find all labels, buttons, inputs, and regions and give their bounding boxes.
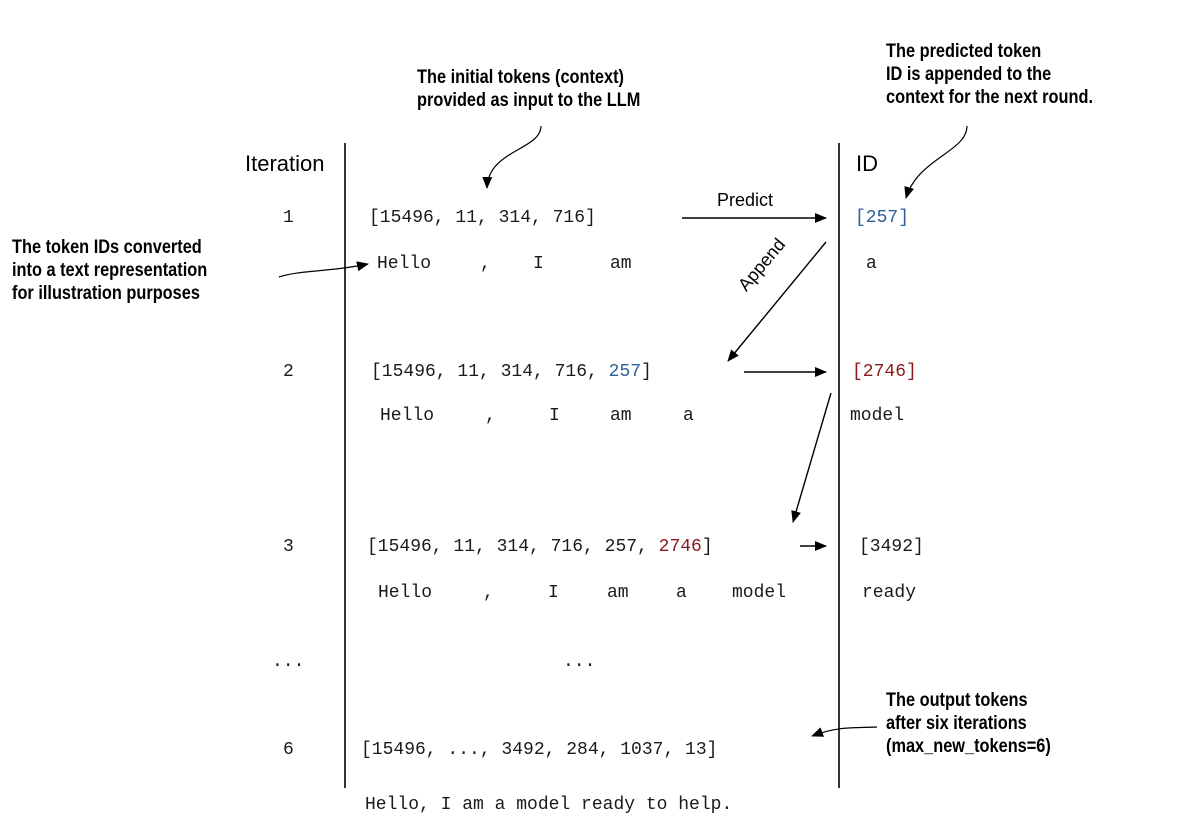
word-comma: ,: [483, 583, 494, 603]
context-tokens-3: [15496, 11, 314, 716, 257, 2746]: [367, 537, 713, 557]
context-prefix: [15496, 11, 314, 716,: [371, 362, 609, 382]
note-line: context for the next round.: [886, 87, 1093, 108]
iteration-ellipsis: ...: [272, 652, 305, 672]
word-am: am: [610, 254, 632, 274]
appended-token-257: 257: [608, 362, 642, 382]
context-ellipsis: ...: [563, 652, 596, 672]
word-hello: Hello: [377, 254, 432, 274]
word-a: a: [683, 406, 694, 426]
predicted-word-1: a: [866, 254, 877, 274]
iteration-number-3: 3: [283, 537, 294, 557]
note-line: The token IDs converted: [12, 237, 202, 258]
note-predicted-appended: The predicted token ID is appended to th…: [886, 40, 1093, 109]
note-line: The predicted token: [886, 41, 1042, 62]
header-id: ID: [856, 151, 878, 176]
word-am: am: [610, 406, 632, 426]
note-line: The initial tokens (context): [417, 67, 625, 88]
note-text-representation: The token IDs converted into a text repr…: [12, 236, 207, 305]
predicted-word-3: ready: [862, 583, 917, 603]
context-tokens-1: [15496, 11, 314, 716]: [369, 208, 596, 228]
note-output-tokens: The output tokens after six iterations (…: [886, 689, 1051, 758]
note-initial-tokens: The initial tokens (context) provided as…: [417, 66, 640, 112]
note-line: into a text representation: [12, 260, 208, 281]
callout-curve-text-representation: [278, 261, 369, 278]
note-line: for illustration purposes: [12, 283, 200, 304]
predicted-id-1: [257]: [855, 208, 910, 228]
iteration-number-2: 2: [283, 362, 294, 382]
predicted-word-2: model: [850, 406, 905, 426]
word-i: I: [548, 583, 559, 603]
note-line: The output tokens: [886, 690, 1028, 711]
iteration-number-6: 6: [283, 740, 294, 760]
appended-token-2746: 2746: [658, 537, 702, 557]
note-line: provided as input to the LLM: [417, 90, 641, 111]
note-line: after six iterations: [886, 713, 1027, 734]
final-text-output: Hello, I am a model ready to help.: [365, 795, 733, 815]
callout-curve-output-tokens: [811, 726, 878, 737]
append-arrow-1: [727, 241, 827, 362]
context-suffix: ]: [701, 537, 713, 557]
context-tokens-6: [15496, ..., 3492, 284, 1037, 13]: [361, 740, 718, 760]
word-i: I: [549, 406, 560, 426]
context-tokens-2: [15496, 11, 314, 716, 257]: [371, 362, 652, 382]
word-hello: Hello: [378, 583, 433, 603]
predicted-id-2: [2746]: [852, 362, 917, 382]
word-comma: ,: [480, 254, 491, 274]
word-a: a: [676, 583, 687, 603]
word-comma: ,: [485, 406, 496, 426]
callout-curve-initial-tokens: [482, 125, 542, 189]
callout-curve-predicted-appended: [904, 125, 968, 199]
context-suffix: ]: [641, 362, 652, 382]
word-model: model: [732, 583, 787, 603]
note-line: (max_new_tokens=6): [886, 736, 1051, 757]
word-hello: Hello: [380, 406, 435, 426]
predicted-id-3: [3492]: [859, 537, 924, 557]
iteration-number-1: 1: [283, 208, 294, 228]
append-arrow-2: [791, 392, 832, 523]
word-am: am: [607, 583, 629, 603]
note-line: ID is appended to the: [886, 64, 1052, 85]
header-iteration: Iteration: [245, 151, 325, 176]
word-i: I: [533, 254, 544, 274]
context-prefix: [15496, 11, 314, 716, 257,: [367, 537, 659, 557]
label-predict: Predict: [717, 190, 774, 210]
